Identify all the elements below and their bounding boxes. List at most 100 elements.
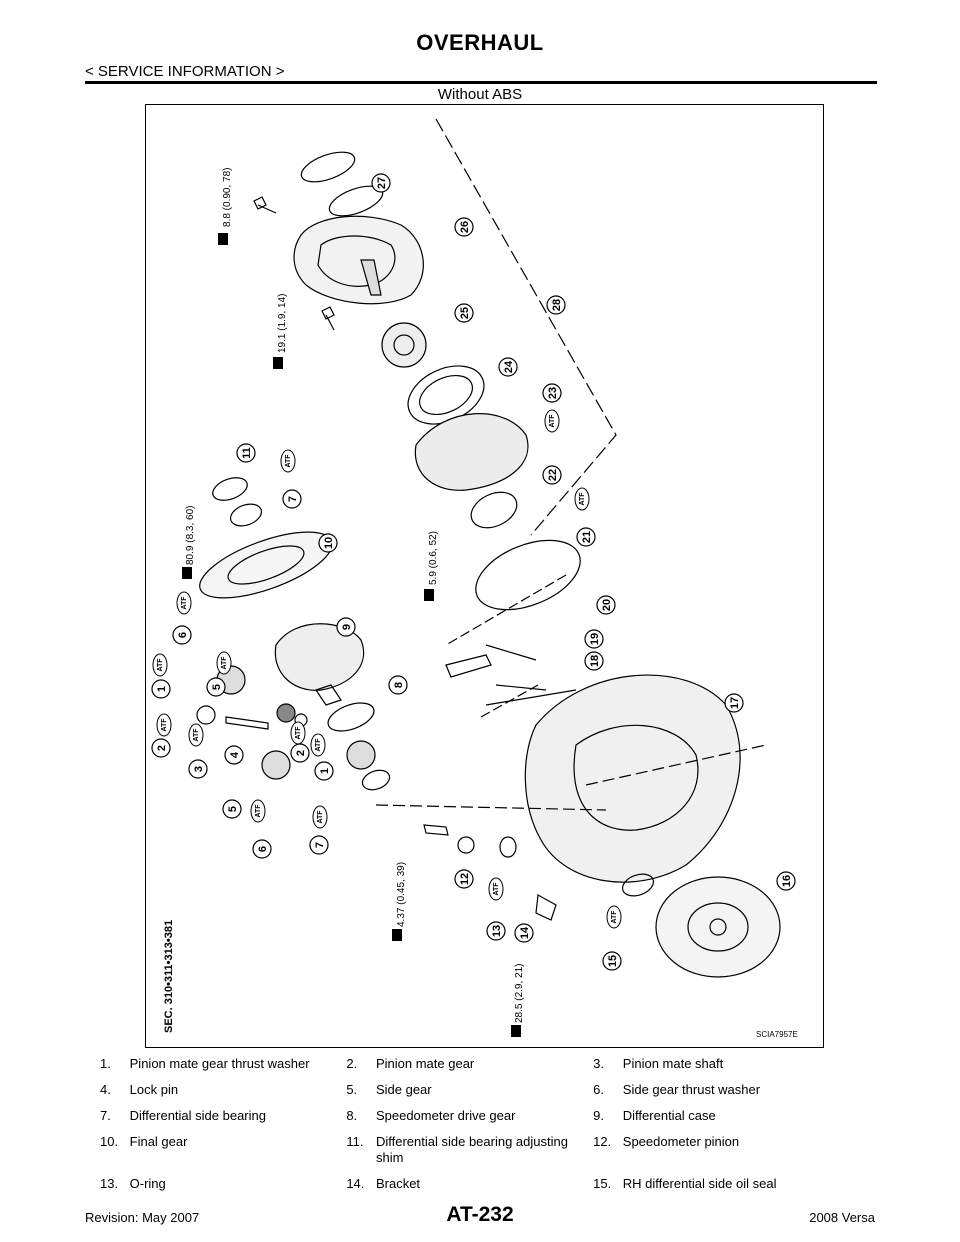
- callout-number: 18: [589, 655, 601, 667]
- atf-label: ATF: [611, 910, 618, 924]
- legend-text: Side gear: [375, 1082, 432, 1097]
- section-label: < SERVICE INFORMATION >: [85, 63, 285, 80]
- callout-circle: [206, 677, 226, 697]
- callout-circle: [371, 173, 391, 193]
- legend-text: Speedometer pinion: [622, 1134, 740, 1149]
- atf-marker: [488, 877, 504, 901]
- atf-label: ATF: [579, 492, 586, 506]
- legend-number: 12.: [593, 1134, 612, 1149]
- legend-text: O-ring: [129, 1176, 166, 1191]
- legend-number: 13.: [100, 1176, 119, 1191]
- parts-legend: 1. Pinion mate gear thrust washer 2. Pinion…: [100, 1056, 840, 1202]
- legend-text: Speedometer drive gear: [375, 1108, 516, 1123]
- callout-number: 8: [393, 682, 405, 688]
- callout-number: 17: [729, 697, 741, 709]
- figure-subtitle: Without ABS: [437, 86, 523, 103]
- legend-number: 1.: [100, 1056, 111, 1071]
- legend-number: 2.: [346, 1056, 358, 1071]
- atf-marker: [606, 905, 622, 929]
- legend-number: 10.: [100, 1134, 119, 1149]
- legend-text: Final gear: [129, 1134, 188, 1149]
- callout-circle: [252, 839, 272, 859]
- atf-label: ATF: [157, 658, 164, 672]
- callout-circle: [151, 679, 171, 699]
- callout-number: 19: [589, 633, 601, 645]
- callout-circle: [596, 595, 616, 615]
- legend-text: Pinion mate gear: [375, 1056, 475, 1071]
- atf-marker: [310, 733, 326, 757]
- callout-number: 28: [551, 299, 563, 311]
- legend-text: Pinion mate shaft: [622, 1056, 724, 1071]
- atf-marker: [156, 713, 172, 737]
- callout-number: 9: [341, 624, 353, 630]
- legend-number: 11.: [346, 1134, 364, 1149]
- callout-number: 23: [547, 387, 559, 399]
- callout-circle: [576, 527, 596, 547]
- callout-number: 15: [607, 955, 619, 967]
- callout-number: 10: [323, 537, 335, 549]
- atf-label: ATF: [193, 728, 200, 742]
- legend-text: Differential case: [622, 1108, 716, 1123]
- legend-text: Pinion mate gear thrust washer: [129, 1056, 310, 1071]
- legend-number: 7.: [100, 1108, 111, 1123]
- callout-number: 25: [459, 307, 471, 319]
- callout-number: 1: [319, 768, 331, 774]
- callout-circle: [584, 651, 604, 671]
- callout-circle: [486, 921, 506, 941]
- revision-label: Revision: May 2007: [85, 1210, 200, 1225]
- model-label: 2008 Versa: [809, 1210, 875, 1225]
- callout-number: 22: [547, 469, 559, 481]
- torque-label: 28.5 (2.9, 21): [514, 964, 525, 1023]
- legend-number: 15.: [593, 1176, 612, 1191]
- callout-circle: [188, 759, 208, 779]
- atf-label: ATF: [493, 882, 500, 896]
- atf-label: ATF: [181, 596, 188, 610]
- callout-number: 13: [491, 925, 503, 937]
- callout-circle: [309, 835, 329, 855]
- legend-number: 14.: [346, 1176, 365, 1191]
- callout-number: 7: [287, 496, 299, 502]
- atf-label: ATF: [549, 414, 556, 428]
- callout-circle: [542, 383, 562, 403]
- atf-marker: [280, 449, 296, 473]
- callout-circle: [546, 295, 566, 315]
- callout-circle: [224, 745, 244, 765]
- atf-marker: [216, 651, 232, 675]
- callout-circle: [542, 465, 562, 485]
- callout-number: 20: [601, 599, 613, 611]
- callout-circle: [584, 629, 604, 649]
- callout-number: 6: [257, 846, 269, 852]
- callout-circle: [282, 489, 302, 509]
- callout-number: 26: [459, 221, 471, 233]
- atf-marker: [290, 721, 306, 745]
- callout-circle: [388, 675, 408, 695]
- callout-circle: [314, 761, 334, 781]
- torque-label: 4.37 (0.45, 39): [396, 862, 407, 927]
- callout-number: 7: [314, 842, 326, 848]
- legend-text: Lock pin: [129, 1082, 179, 1097]
- callout-number: 1: [156, 686, 168, 692]
- legend-number: 3.: [593, 1056, 604, 1071]
- callout-number: 3: [193, 766, 205, 772]
- atf-label: ATF: [285, 454, 292, 468]
- atf-marker: [312, 805, 328, 829]
- callout-number: 12: [459, 873, 471, 885]
- torque-label: 5.9 (0.6, 52): [428, 531, 439, 585]
- legend-text: Differential side bearing adjusting shim: [375, 1134, 568, 1165]
- atf-label: ATF: [255, 804, 262, 818]
- callout-number: 5: [227, 806, 239, 812]
- callout-circle: [602, 951, 622, 971]
- callout-circle: [454, 303, 474, 323]
- figure-id-label: SCIA7957E: [756, 1030, 798, 1039]
- callout-circle: [776, 871, 796, 891]
- atf-marker: [250, 799, 266, 823]
- callout-circle: [172, 625, 192, 645]
- callout-number: 2: [295, 750, 307, 756]
- callout-number: 5: [211, 684, 223, 690]
- callout-circle: [454, 217, 474, 237]
- callout-circle: [236, 443, 256, 463]
- torque-label: 8.8 (0.90, 78): [222, 168, 233, 227]
- callout-number: 21: [581, 531, 593, 543]
- callout-number: 16: [781, 875, 793, 887]
